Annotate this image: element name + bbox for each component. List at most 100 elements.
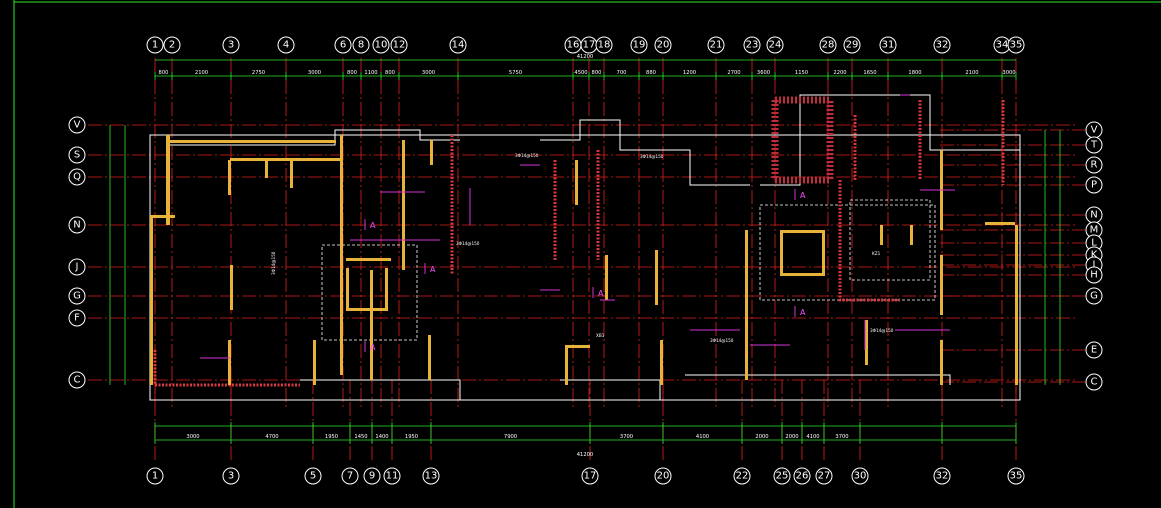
section-mark-4: A [598,289,604,298]
axis-bubble-top-34-label: 34 [996,40,1009,51]
wall-note-1: 3Φ14@150 [271,251,276,275]
axis-bubble-right-R: R [1085,156,1103,174]
axis-bubble-top-24-label: 24 [769,40,782,51]
dim-text-bottom-3: 1450 [354,434,367,440]
axis-bubble-top-19-label: 19 [633,40,646,51]
axis-bubble-bottom-32: 32 [933,467,951,485]
axis-bubble-top-6: 6 [334,36,352,54]
dim-text-top-12: 880 [646,70,656,76]
axis-bubble-top-28-label: 28 [822,40,835,51]
axis-bubble-right-J-label: J [1092,260,1096,271]
axis-bubble-top-20-label: 20 [657,40,670,51]
axis-bubble-right-H-label: H [1090,270,1098,281]
axis-bubble-right-E-label: E [1091,345,1097,356]
axis-bubble-bottom-3-label: 3 [228,471,234,482]
dim-text-top-10: 800 [592,70,602,76]
axis-bubble-right-V-label: V [1091,125,1098,136]
axis-bubble-bottom-1-label: 1 [152,471,158,482]
section-mark-5: A [430,265,436,274]
vertical-axis-lines [154,58,1017,462]
axis-bubble-right-T: T [1085,136,1103,154]
axis-bubble-left-Q-label: Q [73,172,81,183]
axis-bubble-top-3: 3 [222,36,240,54]
drawing-notes: 3Φ14@150 3Φ14@150 3Φ14@150 3Φ14@150 3Φ14… [271,153,894,343]
axis-bubble-bottom-5-label: 5 [310,471,316,482]
dim-text-top-15: 3600 [757,70,770,76]
axis-bubble-bottom-17: 17 [581,467,599,485]
axis-bubble-bottom-20-label: 20 [657,471,670,482]
axis-bubble-top-18: 18 [595,36,613,54]
axis-bubble-bottom-27-label: 27 [818,471,831,482]
dim-text-top-2: 2750 [252,70,265,76]
axis-bubble-bottom-20: 20 [654,467,672,485]
axis-bubble-left-J-label: J [75,262,79,273]
dim-text-bottom-1: 4700 [265,434,278,440]
axis-bubble-bottom-11: 11 [383,467,401,485]
axis-bubble-top-1: 1 [146,36,164,54]
axis-bubble-top-28: 28 [819,36,837,54]
axis-bubble-bottom-5: 5 [304,467,322,485]
axis-bubble-top-17-label: 17 [583,40,596,51]
axis-bubble-top-2: 2 [163,36,181,54]
axis-bubble-top-31-label: 31 [882,40,895,51]
wall-note-2: 3Φ14@150 [515,153,539,158]
axis-bubble-right-K-label: K [1091,250,1098,261]
axis-bubble-top-24: 24 [766,36,784,54]
axis-bubble-bottom-32-label: 32 [936,471,949,482]
dim-text-bottom-7: 3700 [620,434,633,440]
axis-bubble-top-31: 31 [879,36,897,54]
axis-bubble-top-4: 4 [277,36,295,54]
dim-text-bottom-2: 1950 [325,434,338,440]
dim-text-top-16: 1150 [795,70,808,76]
axis-bubble-bottom-9: 9 [363,467,381,485]
axis-bubble-right-V: V [1085,121,1103,139]
axis-bubble-left-G: G [68,287,86,305]
axis-bubble-top-29: 29 [843,36,861,54]
axis-bubble-top-21: 21 [707,36,725,54]
dim-text-top-4: 800 [347,70,357,76]
axis-bubble-left-G-label: G [73,291,81,302]
dim-text-bottom-11: 4100 [806,434,819,440]
axis-bubble-top-20: 20 [654,36,672,54]
axis-bubble-bottom-1: 1 [146,467,164,485]
axis-bubble-top-14: 14 [449,36,467,54]
axis-bubble-right-N: N [1085,206,1103,224]
axis-bubble-right-M-label: M [1090,225,1099,236]
axis-bubble-right-T-label: T [1090,140,1098,151]
axis-bubble-bottom-22: 22 [733,467,751,485]
dim-text-top-18: 1650 [863,70,876,76]
wall-note-4: 3Φ14@150 [710,338,734,343]
axis-bubble-left-F-label: F [74,313,80,324]
axis-bubble-top-12-label: 12 [393,40,406,51]
axis-bubble-top-29-label: 29 [846,40,859,51]
axis-bubble-top-2-label: 2 [169,40,175,51]
axis-bubble-bottom-22-label: 22 [736,471,749,482]
axis-bubble-right-G: G [1085,287,1103,305]
dim-text-top-11: 700 [617,70,627,76]
axis-bubble-top-16-label: 16 [567,40,580,51]
axis-bubble-right-L: L [1085,234,1103,252]
shear-walls-hatched [153,96,1005,387]
axis-bubble-bottom-11-label: 11 [386,471,399,482]
axis-bubble-left-N-label: N [73,220,80,231]
axis-bubble-left-V: V [68,116,86,134]
dim-text-bottom-10: 2000 [785,434,798,440]
dim-text-top-8: 5750 [509,70,522,76]
axis-bubble-bottom-3: 3 [222,467,240,485]
axis-bubble-bottom-13-label: 13 [425,471,438,482]
axis-bubble-left-S: S [68,146,86,164]
axis-bubble-bottom-25-label: 25 [776,471,789,482]
axis-bubble-top-32-label: 32 [936,40,949,51]
axis-bubble-left-N: N [68,216,86,234]
axis-bubble-bottom-13: 13 [422,467,440,485]
dim-text-top-0: 800 [159,70,169,76]
wall-note-3: 3Φ14@150 [640,154,664,159]
dim-text-top-14: 2700 [727,70,740,76]
col-note-1: KZ1 [872,251,881,256]
slab-note-1: XB1 [596,333,605,338]
axis-bubble-top-32: 32 [933,36,951,54]
